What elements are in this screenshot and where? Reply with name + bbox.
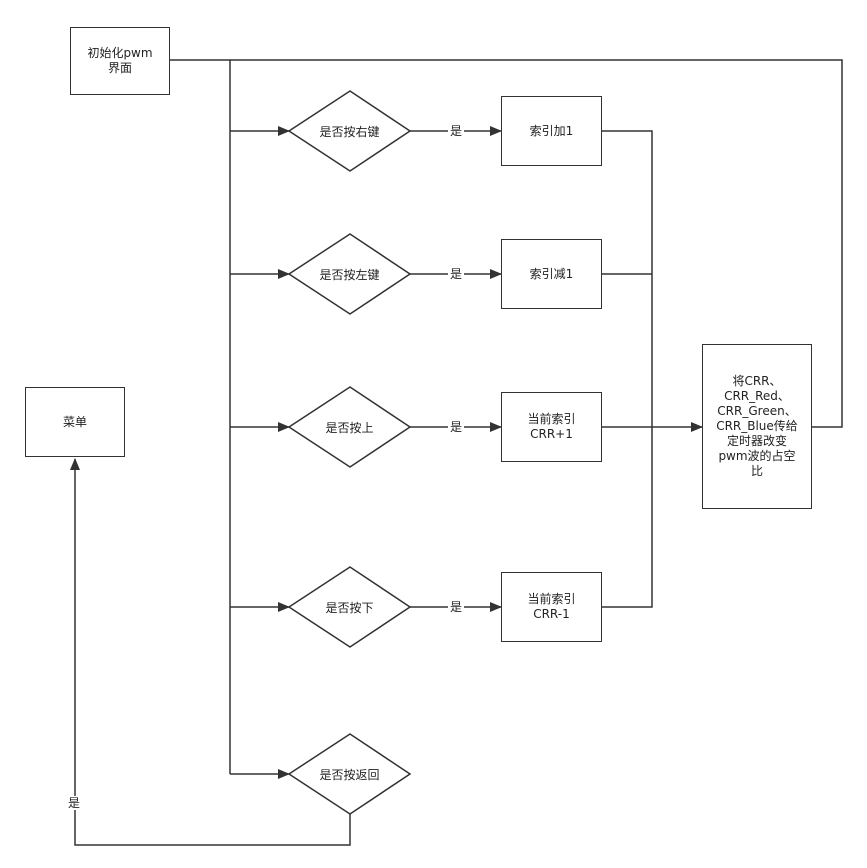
menu-node-label: 菜单 bbox=[62, 414, 87, 429]
edge-label-back-yes: 是 bbox=[66, 796, 83, 810]
init-node: 初始化pwm 界面 bbox=[70, 27, 170, 95]
init-node-label: 初始化pwm 界面 bbox=[87, 46, 153, 75]
arrow-back-to-menu bbox=[70, 458, 351, 846]
menu-node: 菜单 bbox=[25, 387, 125, 457]
diamond-q-back bbox=[287, 733, 412, 815]
loop-back-line bbox=[230, 59, 843, 428]
edge-label-up-yes: 是 bbox=[448, 420, 465, 434]
edge-label-down-yes: 是 bbox=[448, 600, 465, 614]
action-left-label: 索引减1 bbox=[529, 266, 574, 281]
action-left-node: 索引减1 bbox=[501, 239, 602, 309]
diamond-q-down bbox=[287, 566, 412, 648]
action-right-label: 索引加1 bbox=[529, 123, 574, 138]
output-node: 将CRR、 CRR_Red、 CRR_Green、 CRR_Blue传给 定时器… bbox=[702, 344, 812, 509]
merge-right bbox=[602, 130, 653, 608]
action-down-node: 当前索引 CRR-1 bbox=[501, 572, 602, 642]
diamond-q-right bbox=[287, 90, 412, 172]
diamond-q-up bbox=[287, 386, 412, 468]
trunk-line bbox=[170, 59, 231, 774]
action-right-node: 索引加1 bbox=[501, 96, 602, 166]
output-node-label: 将CRR、 CRR_Red、 CRR_Green、 CRR_Blue传给 定时器… bbox=[716, 374, 798, 478]
action-up-label: 当前索引 CRR+1 bbox=[527, 412, 576, 441]
action-down-label: 当前索引 CRR-1 bbox=[527, 592, 576, 621]
action-up-node: 当前索引 CRR+1 bbox=[501, 392, 602, 462]
edge-label-right-yes: 是 bbox=[448, 124, 465, 138]
edge-label-left-yes: 是 bbox=[448, 267, 465, 281]
diamond-q-left bbox=[287, 233, 412, 315]
